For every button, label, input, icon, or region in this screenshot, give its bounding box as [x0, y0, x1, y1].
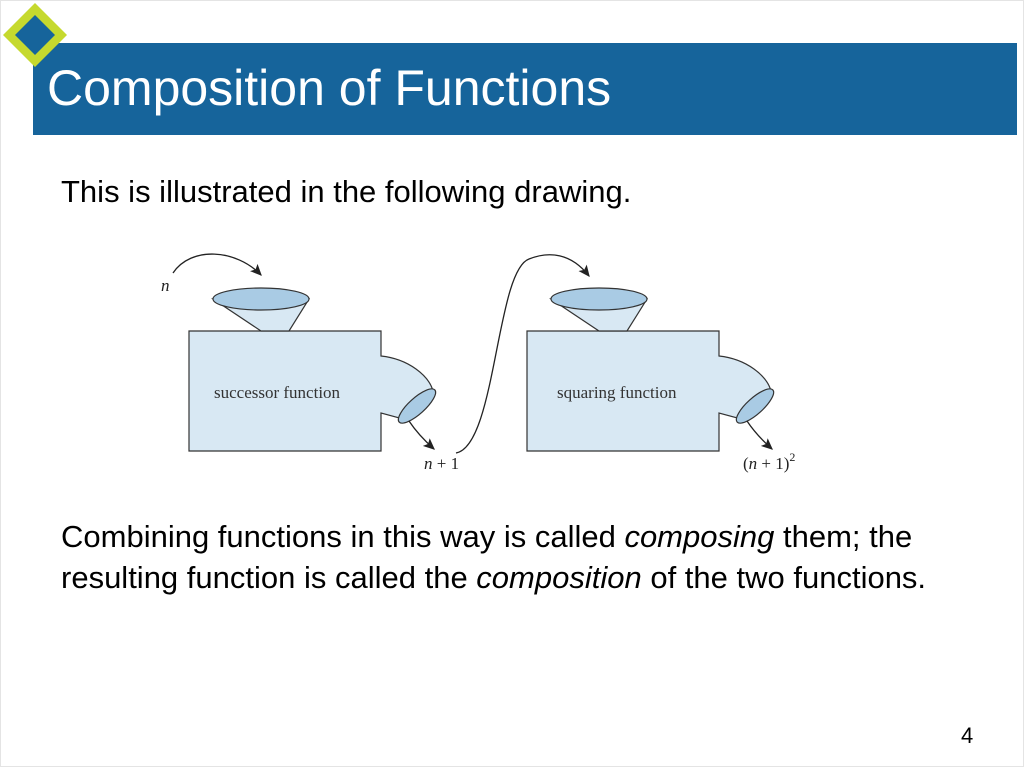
title-bar	[33, 43, 1017, 135]
output2-label: (n + 1)2	[743, 450, 795, 473]
slide-title: Composition of Functions	[47, 60, 612, 116]
diamond-logo-icon	[3, 3, 67, 67]
squaring-function-label: squaring function	[557, 383, 677, 402]
intro-text: This is illustrated in the following dra…	[61, 174, 632, 209]
output1-label: n + 1	[424, 454, 459, 473]
composition-paragraph: Combining functions in this way is calle…	[61, 519, 927, 595]
input-arrow	[172, 253, 262, 276]
page-number: 4	[961, 723, 974, 748]
squaring-machine: squaring function	[526, 287, 775, 452]
output2-arrow	[746, 420, 773, 450]
input-label: n	[161, 276, 170, 295]
output1-arrow	[408, 420, 435, 450]
function-machines-figure: n successor function n + 1 squaring func…	[161, 253, 795, 473]
successor-function-label: successor function	[214, 383, 341, 402]
composing-term: composing	[624, 519, 775, 554]
successor-machine: successor function	[188, 287, 437, 452]
composition-term: composition	[476, 560, 642, 595]
composition-connector-arrow	[455, 254, 590, 454]
